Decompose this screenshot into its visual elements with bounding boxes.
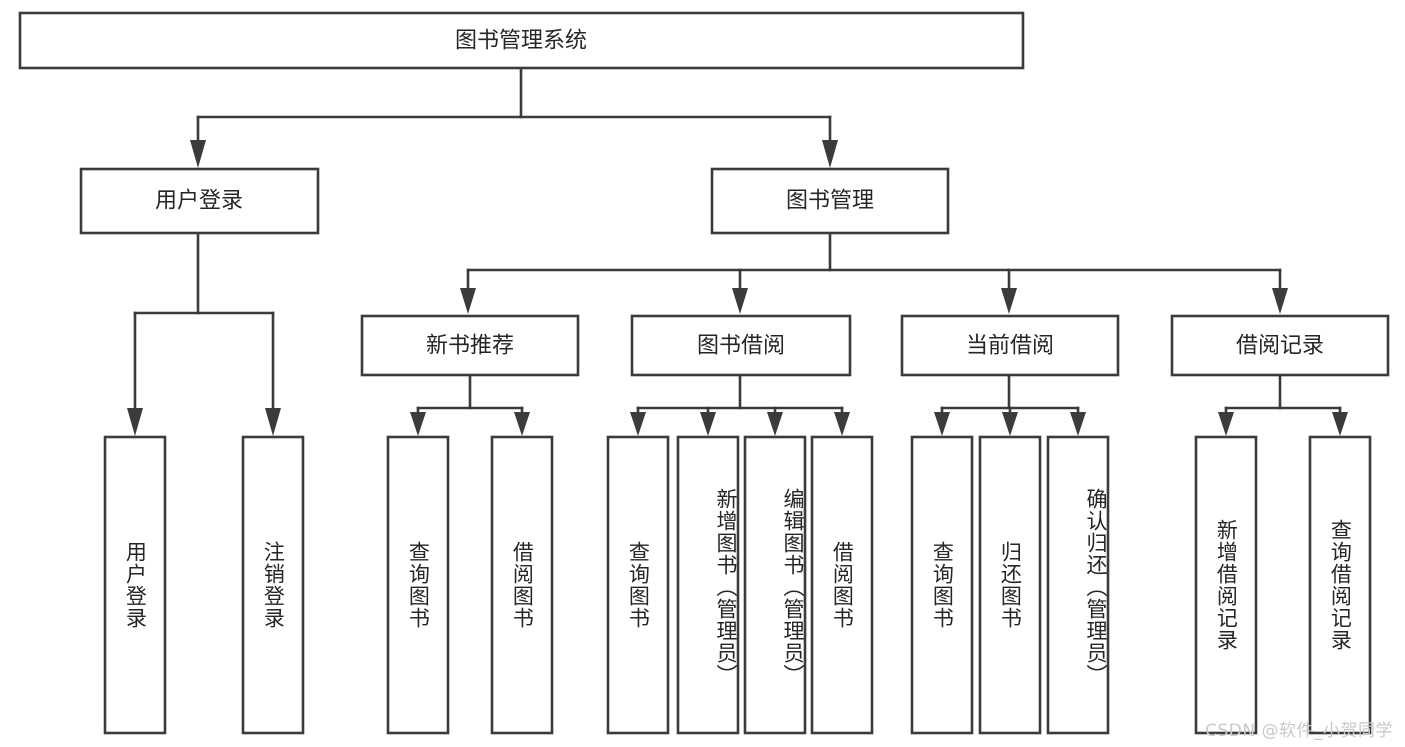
- leaf-box-bb-edit-book[interactable]: [743, 435, 807, 735]
- leaf-box-cb-return-book[interactable]: [978, 435, 1042, 735]
- leaf-box-br-query-record[interactable]: [1308, 435, 1372, 735]
- connector-group-new-book: [410, 373, 530, 436]
- new-book-recommend-label: 新书推荐: [426, 334, 514, 359]
- leaf-box-cb-query-book[interactable]: [910, 435, 974, 735]
- user-login-label: 用户登录: [155, 189, 243, 214]
- leaf-boxes-borrow-record: [1194, 435, 1372, 735]
- leaf-box-user-login[interactable]: [103, 435, 167, 735]
- leaf-box-bb-borrow-book[interactable]: [810, 435, 874, 735]
- arrowhead-leaf-user-login: [127, 408, 143, 436]
- leaf-box-cb-confirm-return[interactable]: [1046, 435, 1110, 735]
- arrowhead-br-leaf-2: [1332, 412, 1348, 436]
- node-new-book-recommend[interactable]: 新书推荐: [360, 314, 580, 377]
- leaf-box-logout[interactable]: [241, 435, 305, 735]
- current-borrow-label: 当前借阅: [966, 334, 1054, 359]
- arrowhead-br-leaf-1: [1218, 412, 1234, 436]
- arrowhead-nb-leaf-1: [410, 412, 426, 436]
- arrowhead-cb-leaf-3: [1070, 412, 1086, 436]
- arrowhead-bb-leaf-3: [767, 412, 783, 436]
- book-borrow-box[interactable]: [630, 314, 852, 377]
- arrowhead-book-borrow: [732, 288, 748, 314]
- borrow-record-box[interactable]: [1170, 314, 1390, 377]
- book-borrow-label: 图书借阅: [697, 334, 785, 359]
- arrowhead-bb-leaf-1: [630, 412, 646, 436]
- new-book-recommend-box[interactable]: [360, 314, 580, 377]
- leaf-boxes-book-borrow: [606, 435, 874, 735]
- user-login-box[interactable]: [79, 167, 320, 235]
- leaf-box-bb-add-book[interactable]: [676, 435, 740, 735]
- connector-group-root: [190, 66, 838, 168]
- leaf-boxes-new-book: [386, 435, 554, 735]
- leaf-box-nb-borrow-book[interactable]: [490, 435, 554, 735]
- node-book-borrow[interactable]: 图书借阅: [630, 314, 852, 377]
- arrowhead-user-login: [190, 140, 206, 168]
- arrowhead-bb-leaf-4: [834, 412, 850, 436]
- node-borrow-record[interactable]: 借阅记录: [1170, 314, 1390, 377]
- connector-group-book-manage: [460, 231, 1288, 314]
- leaf-box-nb-query-book[interactable]: [386, 435, 450, 735]
- arrowhead-current-borrow: [1001, 288, 1017, 314]
- arrowhead-book-manage: [822, 140, 838, 168]
- book-manage-box[interactable]: [710, 167, 950, 235]
- node-current-borrow[interactable]: 当前借阅: [900, 314, 1120, 377]
- leaf-box-br-add-record[interactable]: [1194, 435, 1258, 735]
- root-label: 图书管理系统: [455, 29, 587, 54]
- book-manage-label: 图书管理: [786, 189, 874, 214]
- arrowhead-leaf-logout: [265, 408, 281, 436]
- arrowhead-nb-leaf-2: [514, 412, 530, 436]
- arrowhead-cb-leaf-1: [934, 412, 950, 436]
- connector-group-current-borrow: [934, 373, 1086, 436]
- leaf-boxes-current-borrow: [910, 435, 1110, 735]
- node-root[interactable]: 图书管理系统: [18, 11, 1025, 70]
- leaf-boxes-user-login: [103, 435, 305, 735]
- leaf-box-bb-query-book[interactable]: [606, 435, 670, 735]
- connector-group-user-login: [127, 231, 281, 436]
- current-borrow-box[interactable]: [900, 314, 1120, 377]
- root-box[interactable]: [18, 11, 1025, 70]
- node-user-login[interactable]: 用户登录: [79, 167, 320, 235]
- arrowhead-new-book: [460, 288, 476, 314]
- csdn-watermark: CSDN @软件_小贺同学: [1205, 721, 1393, 741]
- borrow-record-label: 借阅记录: [1236, 334, 1324, 359]
- arrowhead-cb-leaf-2: [1002, 412, 1018, 436]
- arrowhead-bb-leaf-2: [700, 412, 716, 436]
- node-book-manage[interactable]: 图书管理: [710, 167, 950, 235]
- arrowhead-borrow-record: [1272, 288, 1288, 314]
- connector-group-borrow-record: [1218, 373, 1348, 436]
- connector-group-book-borrow: [630, 373, 850, 436]
